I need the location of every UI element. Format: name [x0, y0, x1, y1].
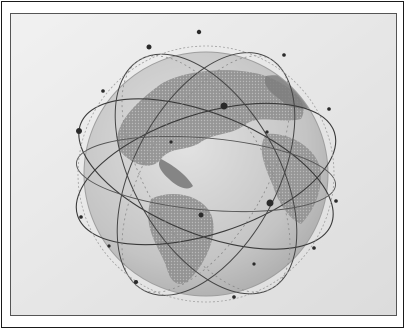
satellite: [282, 53, 286, 57]
satellite: [334, 199, 338, 203]
satellite: [252, 262, 255, 265]
satellite: [76, 128, 82, 134]
satellite: [232, 295, 236, 299]
image-panel: [10, 13, 397, 316]
satellite: [327, 107, 331, 111]
satellite: [265, 130, 268, 133]
satellite: [101, 89, 105, 93]
satellite: [107, 244, 110, 247]
satellite: [197, 30, 201, 34]
image-frame: [1, 1, 404, 328]
satellite: [312, 246, 316, 250]
satellite: [79, 215, 83, 219]
satellite: [147, 45, 152, 50]
satellite: [221, 103, 228, 110]
satellite: [134, 280, 138, 284]
satellite: [267, 200, 274, 207]
satellite: [169, 140, 172, 143]
satellite: [199, 213, 204, 218]
globe-orbits-illustration: [11, 14, 396, 315]
